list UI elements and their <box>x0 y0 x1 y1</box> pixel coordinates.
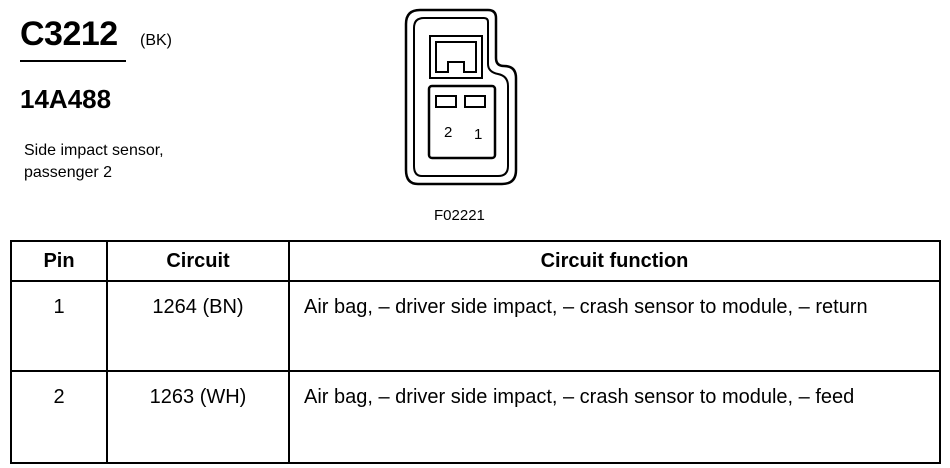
table-row: 2 1263 (WH) Air bag, – driver side impac… <box>10 370 941 464</box>
figure-code: F02221 <box>434 207 485 224</box>
pin-number: 1 <box>10 280 108 372</box>
connector-id: C3212 <box>20 15 118 53</box>
connector-id-underline <box>20 60 126 62</box>
pin-label-1: 1 <box>474 126 482 143</box>
connector-inner-shell <box>413 17 509 177</box>
description-line-2: passenger 2 <box>24 164 113 181</box>
pin-number: 2 <box>10 370 108 464</box>
pin-label-2: 2 <box>444 124 452 141</box>
locking-tab <box>435 41 477 73</box>
connector-description: Side impact sensor, passenger 2 <box>24 140 264 184</box>
part-number: 14A488 <box>20 84 112 114</box>
description-line-1: Side impact sensor, <box>24 142 164 159</box>
header-circuit: Circuit <box>106 240 290 282</box>
table-row: 1 1264 (BN) Air bag, – driver side impac… <box>10 280 941 372</box>
pin-table: Pin Circuit Circuit function 1 1264 (BN)… <box>10 240 941 464</box>
pin-cavity-block <box>427 84 497 160</box>
circuit-number: 1263 (WH) <box>106 370 290 464</box>
connector-face-drawing: 2 1 <box>404 8 518 186</box>
header-circuit-function: Circuit function <box>288 240 941 282</box>
connector-outer-shell <box>404 8 518 186</box>
circuit-number: 1264 (BN) <box>106 280 290 372</box>
table-header-row: Pin Circuit Circuit function <box>10 240 941 282</box>
latch-outline <box>429 35 483 79</box>
pin-cavity-1 <box>464 95 486 108</box>
circuit-function: Air bag, – driver side impact, – crash s… <box>288 280 941 372</box>
pin-cavity-2 <box>435 95 457 108</box>
circuit-function: Air bag, – driver side impact, – crash s… <box>288 370 941 464</box>
header-pin: Pin <box>10 240 108 282</box>
connector-color-code: (BK) <box>140 32 172 49</box>
